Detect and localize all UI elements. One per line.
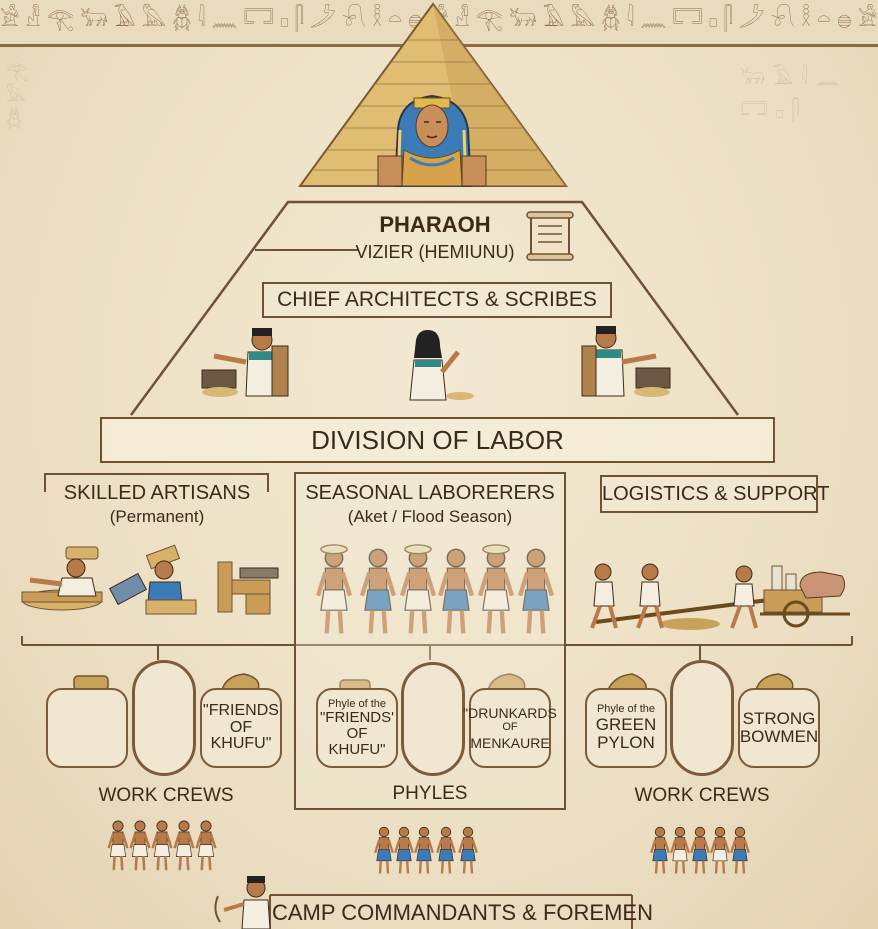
skilled-artisans-subtitle: (Permanent) [109, 507, 205, 526]
laborer-figure [437, 548, 475, 634]
commandant-figure [214, 876, 271, 929]
crew-box-strong-bowmen: STRONG BOWMEN [738, 688, 820, 768]
worker-figure [690, 826, 710, 874]
phyle-small-label: Phyle of the [327, 697, 387, 710]
phyle-box-green-pylon: Phyle of the GREEN PYLON [585, 688, 667, 768]
architects-box: CHIEF ARCHITECTS & SCRIBES [262, 282, 612, 318]
worker-figure [374, 826, 394, 874]
artisan-figures [21, 544, 279, 615]
logistics-support-box: LOGISTICS & SUPPORT [600, 475, 829, 513]
cartouche-right [670, 660, 734, 776]
work-crews-label-left: WORK CREWS [98, 785, 234, 806]
worker-figure [107, 820, 129, 871]
worker-figure [650, 826, 670, 874]
division-of-labor-box: DIVISION OF LABOR [100, 417, 775, 463]
laborer-figure [477, 544, 515, 634]
phyles-label: PHYLES [392, 783, 468, 804]
phyle-box-friends-of-khufu: Phyle of the "FRIENDS' OF KHUFU" [316, 688, 398, 768]
worker-figure [730, 826, 750, 874]
worker-figure [129, 820, 151, 871]
scribe-figure-right [581, 326, 671, 397]
phyle-name: GREEN PYLON [595, 714, 657, 752]
worker-figure [173, 820, 195, 871]
skilled-artisans-title: SKILLED ARTISANS [63, 482, 251, 504]
cartouche-center [401, 662, 465, 776]
phyle-name-of: OF [502, 721, 518, 734]
seasonal-laborers-subtitle: (Aket / Flood Season) [347, 507, 513, 526]
camp-commandants-label: CAMP COMMANDANTS & FOREMEN [272, 900, 653, 925]
cartouche-left [132, 660, 196, 776]
phyle-name-line1: "DRUNKARDS [463, 704, 557, 721]
work-crews-label-right: WORK CREWS [634, 785, 770, 806]
phyle-box-drunkards-of-menkaure: "DRUNKARDS OF MENKAURE [463, 688, 557, 768]
worker-figure [414, 826, 434, 874]
worker-groups [107, 820, 750, 874]
scroll-icon [526, 211, 574, 261]
phyle-name-line2: MENKAURE [470, 734, 550, 751]
laborer-figure [399, 544, 437, 634]
phyle-small-label: Phyle of the [596, 703, 656, 716]
worker-figure [458, 826, 478, 874]
laborer-figure [359, 548, 397, 634]
laborer-figure [517, 548, 555, 634]
worker-figure [670, 826, 690, 874]
crew-box-sun [46, 688, 128, 768]
crew-box-friends-of-khufu: "FRIENDS OF KHUFU" [200, 688, 282, 768]
pharaoh-figure [377, 94, 487, 187]
worker-figure [195, 820, 217, 871]
vizier-label: VIZIER (HEMIUNU) [355, 242, 515, 262]
pharaoh-label: PHARAOH [379, 212, 491, 237]
logistics-figures [590, 563, 850, 630]
cartouche-ornaments [73, 673, 794, 693]
laborer-figures [315, 544, 555, 634]
worker-figure [710, 826, 730, 874]
scribe-figure-left [201, 328, 289, 397]
seasonal-laborers-title: SEASONAL LABORERERS [305, 482, 555, 504]
worker-figure [436, 826, 456, 874]
phyle-name: "FRIENDS' OF KHUFU" [319, 709, 395, 758]
laborer-figure [315, 544, 353, 634]
scribe-figure-center [409, 330, 474, 401]
worker-figure [394, 826, 414, 874]
worker-figure [151, 820, 173, 871]
